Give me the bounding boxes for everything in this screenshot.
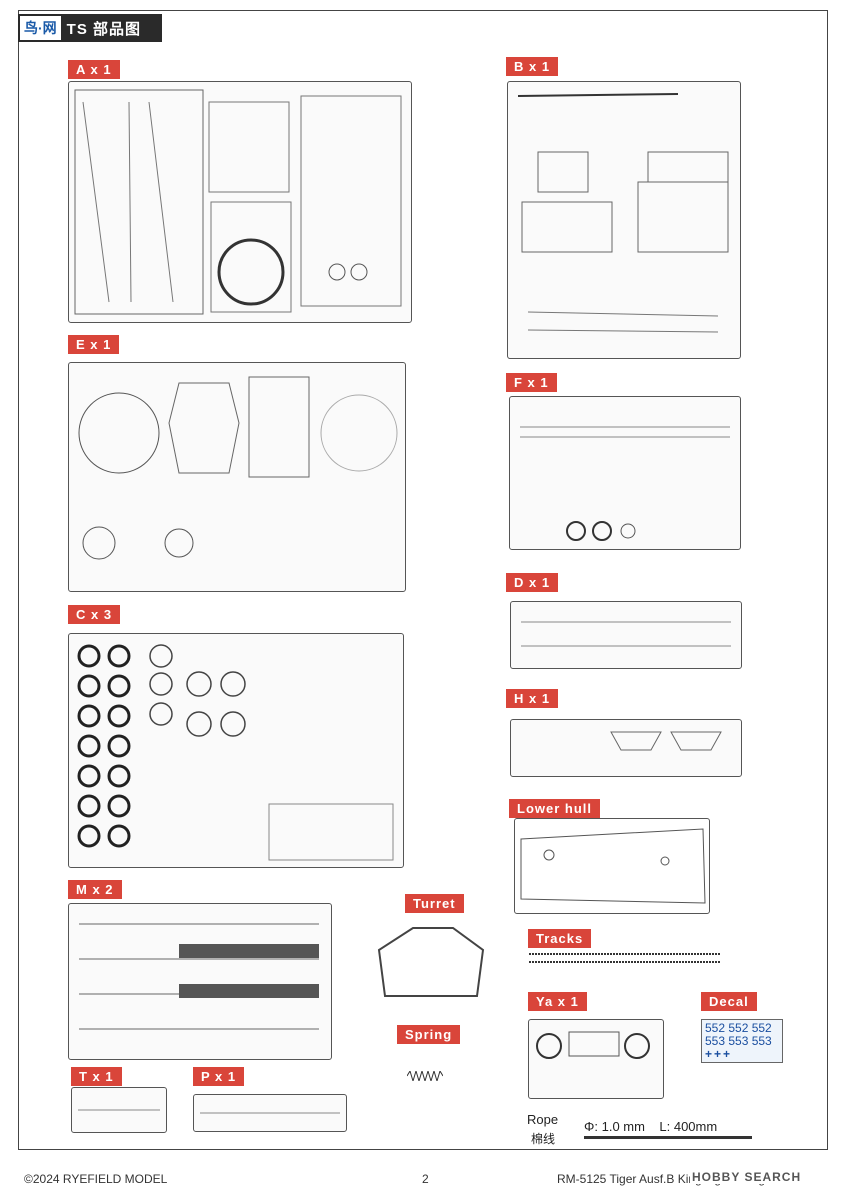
sprue-m-label: M x 2	[68, 880, 122, 899]
turret-label: Turret	[405, 894, 464, 913]
sprue-t-drawing	[71, 1087, 167, 1133]
decal-row-2: 553 553 553	[705, 1034, 772, 1048]
sprue-e-label: E x 1	[68, 335, 120, 354]
decal-row-1: 552 552 552	[705, 1021, 772, 1035]
sprue-h-drawing	[510, 719, 742, 777]
decal-label: Decal	[701, 992, 757, 1011]
rope-label-en: Rope	[527, 1112, 559, 1127]
rope-label-cn: 棉线	[531, 1132, 556, 1146]
hobby-search-watermark: HOBBY SEARCH	[690, 1170, 804, 1184]
sprue-e-drawing	[68, 362, 406, 592]
spring-label: Spring	[397, 1025, 461, 1044]
sprue-b-label: B x 1	[506, 57, 559, 76]
page-frame	[18, 10, 828, 1150]
watermark-logo: 鸟·网	[20, 16, 61, 40]
sprue-f-label: F x 1	[506, 373, 557, 392]
sprue-a-label: A x 1	[68, 60, 120, 79]
tracks-drawing	[527, 948, 723, 968]
rope-label: Rope 棉线	[527, 1112, 559, 1146]
turret-drawing	[373, 920, 488, 1002]
sprue-a-drawing	[68, 81, 412, 323]
sprue-ya-drawing	[528, 1019, 664, 1099]
sprue-d-drawing	[510, 601, 742, 669]
tracks-label: Tracks	[528, 929, 592, 948]
lower-hull-drawing	[514, 818, 710, 914]
sprue-t-label: T x 1	[71, 1067, 122, 1086]
sprue-f-drawing	[509, 396, 741, 550]
decal-row-3: +++	[705, 1047, 733, 1061]
spring-drawing	[407, 1071, 443, 1081]
sprue-d-label: D x 1	[506, 573, 559, 592]
sprue-m-drawing	[68, 903, 332, 1060]
sprue-h-label: H x 1	[506, 689, 559, 708]
page-title: TS 部品图	[66, 20, 142, 38]
lower-hull-label: Lower hull	[509, 799, 600, 818]
sprue-p-drawing	[193, 1094, 347, 1132]
footer-page-number: 2	[422, 1172, 429, 1186]
decal-sheet: 552 552 552 553 553 553 +++	[701, 1019, 783, 1063]
rope-spec: Φ: 1.0 mm L: 400mm	[584, 1119, 718, 1134]
rope-line	[584, 1136, 752, 1139]
footer-copyright: ©2024 RYEFIELD MODEL	[24, 1172, 168, 1186]
parts-header: 鸟·网 TS 部品图	[18, 14, 162, 42]
sprue-c-label: C x 3	[68, 605, 121, 624]
sprue-ya-label: Ya x 1	[528, 992, 587, 1011]
sprue-p-label: P x 1	[193, 1067, 245, 1086]
sprue-b-drawing	[507, 81, 741, 359]
sprue-c-drawing	[68, 633, 404, 868]
